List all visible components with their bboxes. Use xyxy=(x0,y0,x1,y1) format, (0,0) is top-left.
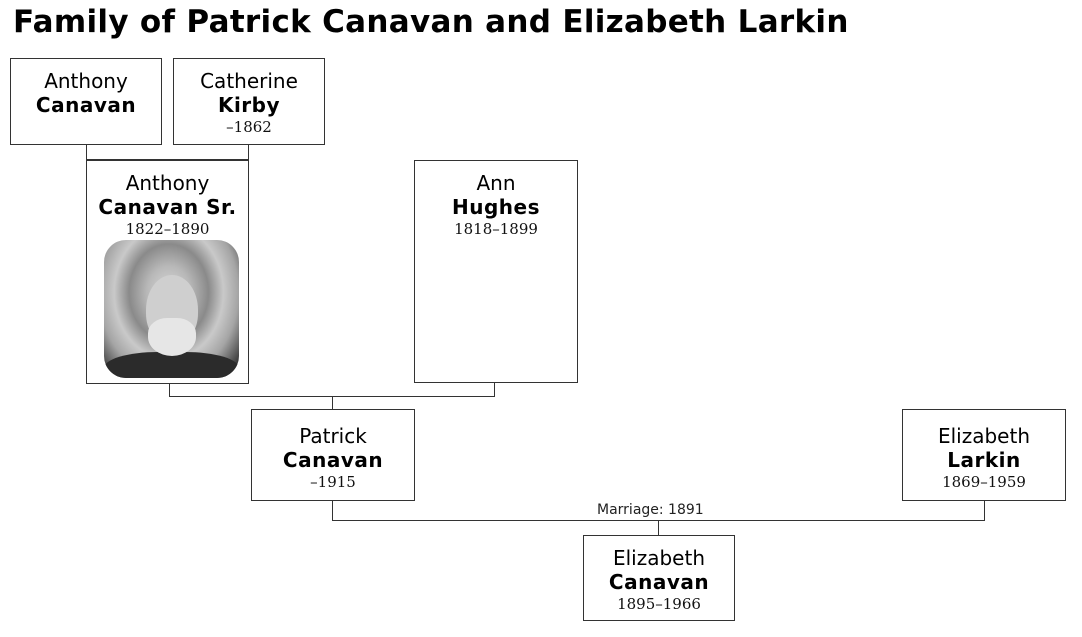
life-dates: –1915 xyxy=(310,473,356,491)
given-name: Ann xyxy=(476,171,516,195)
person-card-elizabeth-larkin[interactable]: Elizabeth Larkin 1869–1959 xyxy=(902,409,1066,501)
surname: Hughes xyxy=(452,195,540,219)
life-dates: 1822–1890 xyxy=(125,220,210,238)
life-dates: –1862 xyxy=(226,118,272,136)
connector xyxy=(248,144,249,160)
marriage-label: Marriage: 1891 xyxy=(597,502,704,518)
surname: Kirby xyxy=(217,93,281,117)
surname: Canavan Sr. xyxy=(98,195,237,219)
surname: Canavan xyxy=(608,570,710,594)
connector xyxy=(86,159,249,160)
person-card-ann-hughes[interactable]: Ann Hughes 1818–1899 xyxy=(414,160,578,383)
surname: Canavan xyxy=(282,448,384,472)
portrait-beard xyxy=(148,318,196,356)
portrait-coat xyxy=(104,352,239,378)
life-dates: 1895–1966 xyxy=(617,595,701,613)
connector xyxy=(658,520,659,535)
life-dates: 1818–1899 xyxy=(454,220,538,238)
connector xyxy=(332,396,333,409)
given-name: Patrick xyxy=(299,424,367,448)
connector xyxy=(86,144,87,160)
connector xyxy=(984,500,985,520)
life-dates: 1869–1959 xyxy=(942,473,1026,491)
page-title: Family of Patrick Canavan and Elizabeth … xyxy=(13,4,849,40)
given-name: Anthony xyxy=(125,171,210,195)
surname: Larkin xyxy=(947,448,1021,472)
connector xyxy=(169,383,170,397)
given-name: Anthony xyxy=(44,69,128,93)
connector xyxy=(494,383,495,397)
given-name: Elizabeth xyxy=(937,424,1031,448)
person-card-elizabeth-canavan[interactable]: Elizabeth Canavan 1895–1966 xyxy=(583,535,735,621)
given-name: Catherine xyxy=(200,69,298,93)
person-card-anthony-canavan[interactable]: Anthony Canavan xyxy=(10,58,162,145)
surname: Canavan xyxy=(35,93,137,117)
given-name: Elizabeth xyxy=(612,546,706,570)
connector xyxy=(332,500,333,520)
person-card-catherine-kirby[interactable]: Catherine Kirby –1862 xyxy=(173,58,325,145)
person-card-anthony-canavan-sr[interactable]: Anthony Canavan Sr. 1822–1890 xyxy=(86,160,249,384)
portrait-photo[interactable] xyxy=(104,240,239,378)
person-card-patrick-canavan[interactable]: Patrick Canavan –1915 xyxy=(251,409,415,501)
